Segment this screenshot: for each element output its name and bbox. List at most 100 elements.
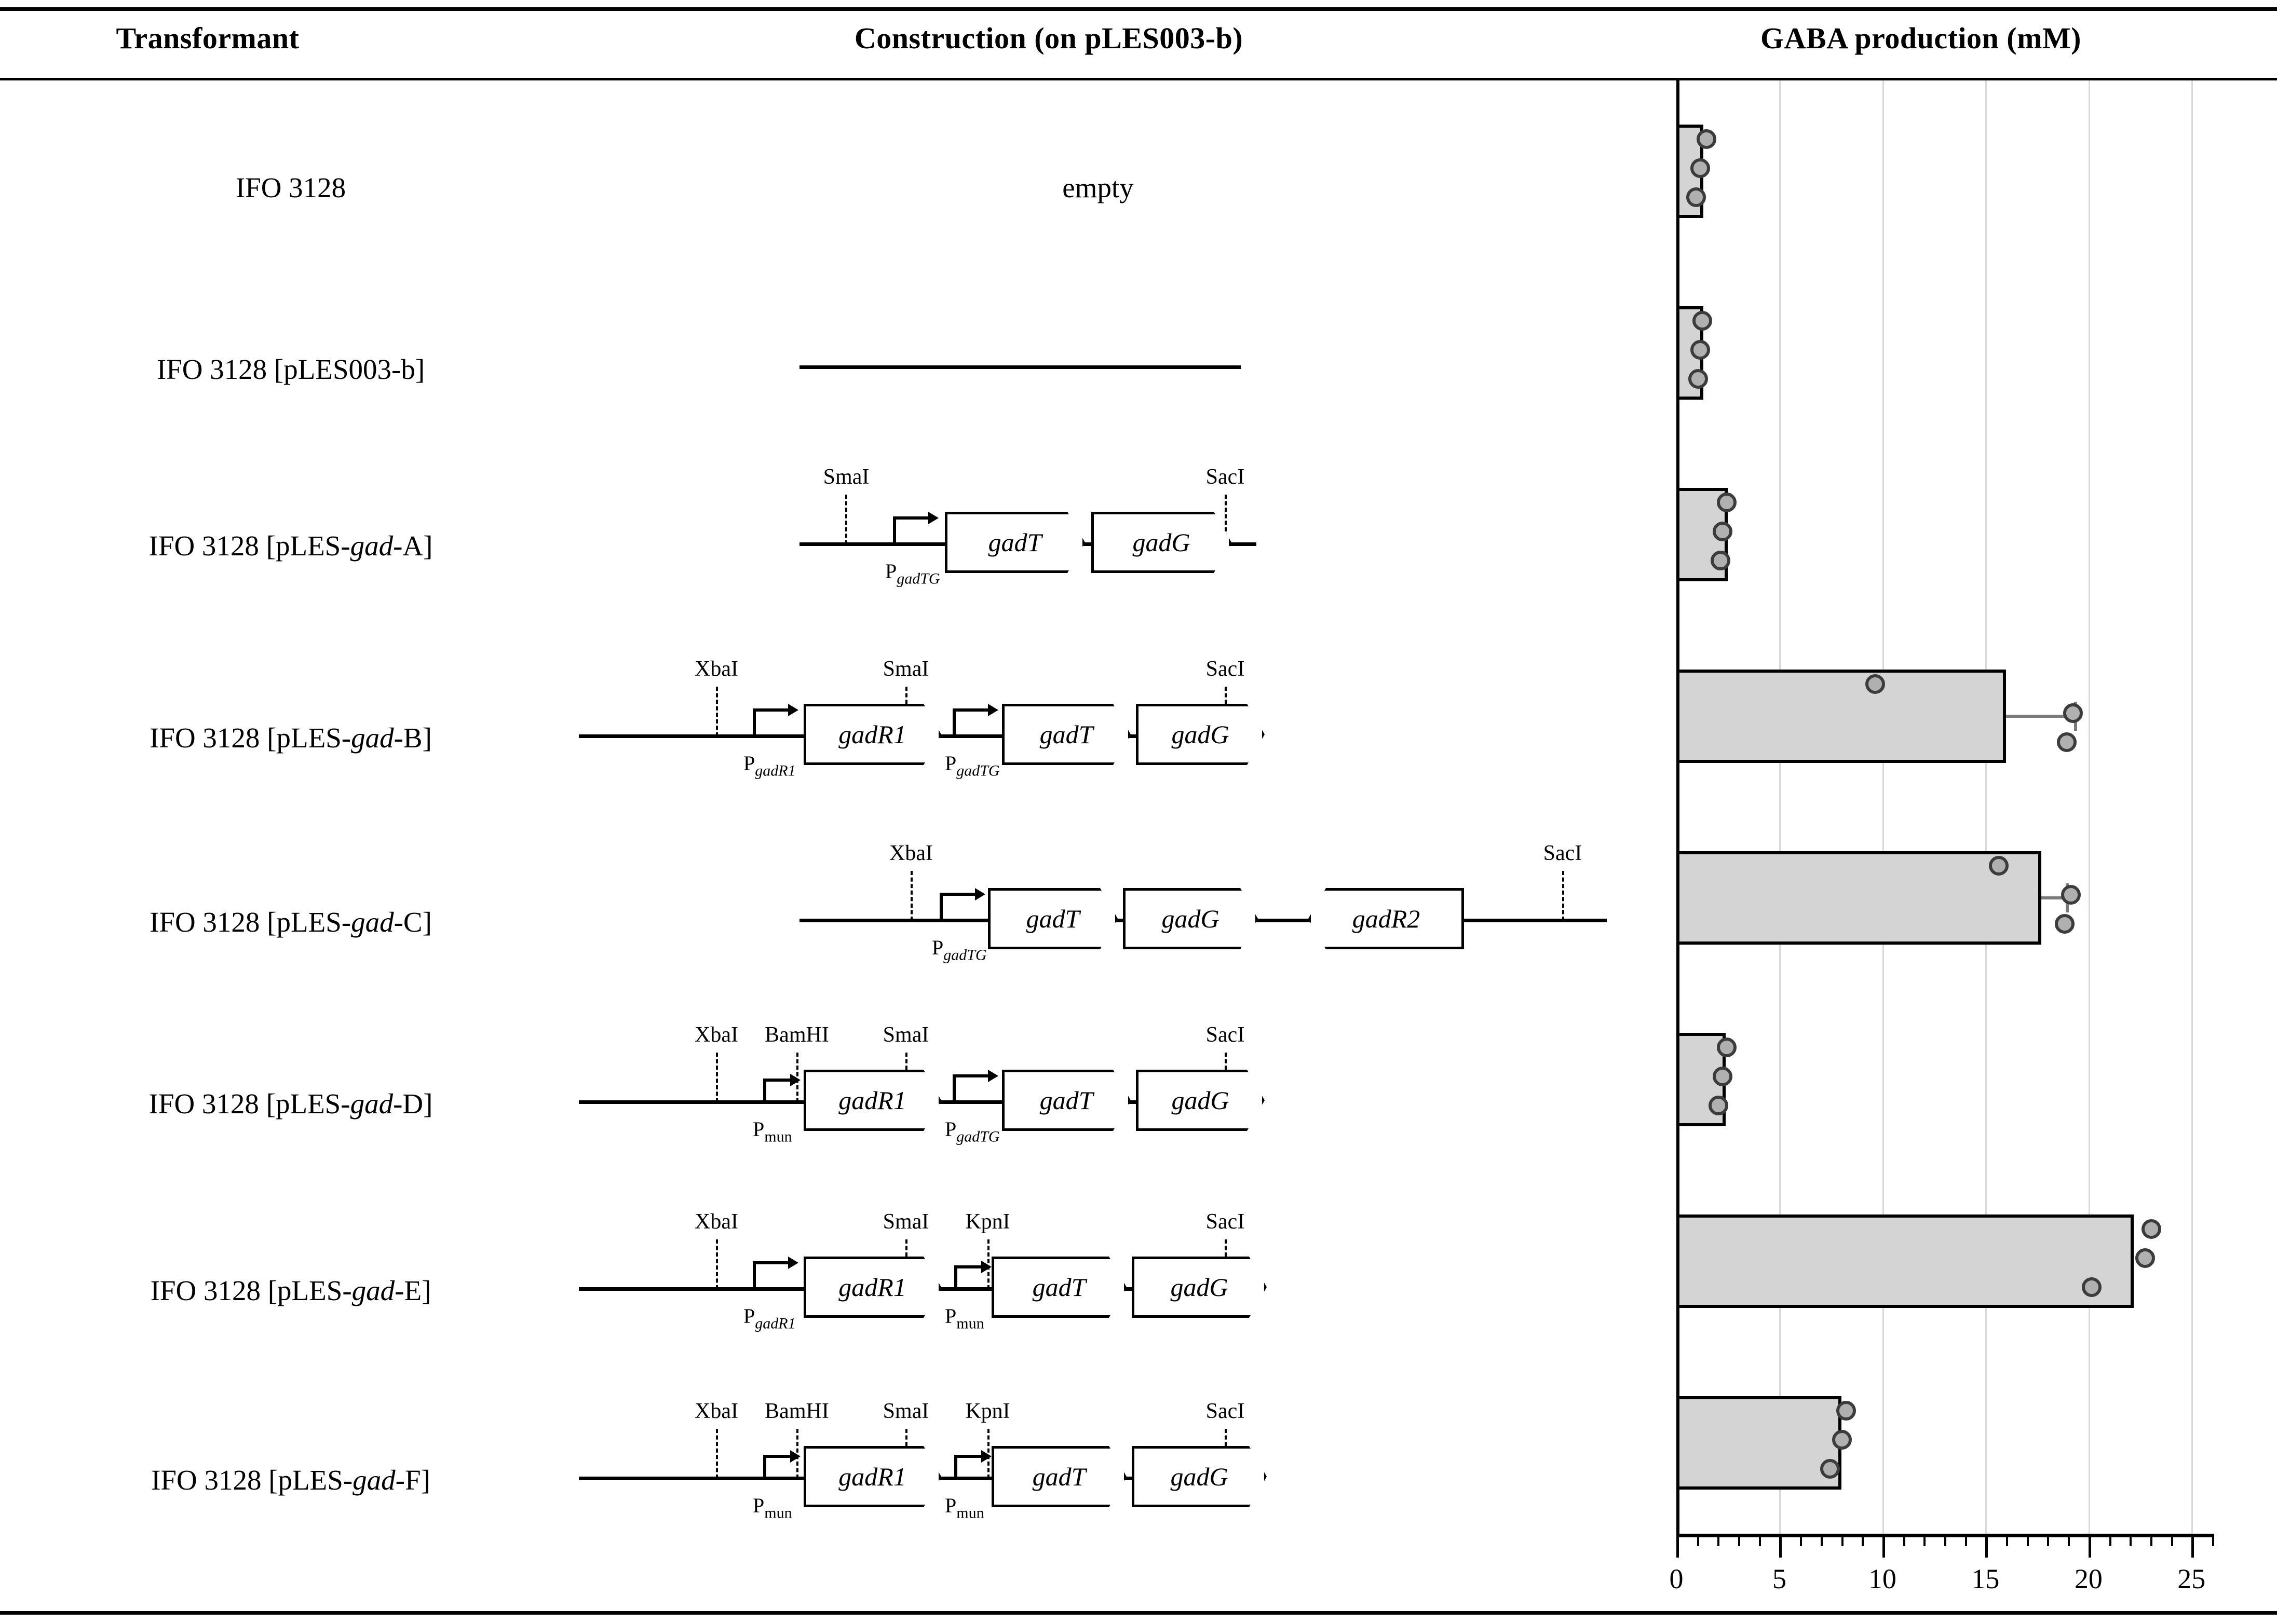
x-tick-minor <box>1944 1534 1946 1546</box>
cut-site-marker-xbai <box>716 1239 718 1289</box>
promoter-label-p: P <box>743 752 755 775</box>
promoter-arm <box>953 708 989 712</box>
x-tick-major <box>1779 1534 1782 1558</box>
promoter-label-mun-2: Pmun <box>945 1493 984 1522</box>
promoter-label-mun-1: Pmumunn <box>753 1117 792 1146</box>
x-tick-minor <box>1758 1534 1761 1546</box>
promoter-arrowhead <box>981 1261 992 1273</box>
promoter-arrowhead <box>988 704 998 716</box>
gene-label: gadT <box>1032 1273 1086 1302</box>
table-row: IFO 3128 [pLES-gad-A] SmaI SacI PgadTG <box>0 465 2277 588</box>
replicate-point <box>1713 522 1733 541</box>
gene-label: gadT <box>1026 904 1080 933</box>
gene-box-gadg: gadG <box>1136 1070 1265 1131</box>
promoter-stem <box>763 1455 766 1478</box>
row-label-suffix: -E] <box>395 1275 431 1306</box>
promoter-label-p: P <box>753 1494 765 1517</box>
promoter-label-p: P <box>945 1117 957 1141</box>
promoter-stem <box>940 893 943 920</box>
promoter-label-gadtg: PgadTG <box>945 1117 1000 1146</box>
replicate-point <box>1709 1096 1729 1115</box>
construct-diagram-gad-d: XbaI BamHI SmaI SacI Pmumunn gadR1 <box>579 1023 1615 1189</box>
construct-diagram-gad-c: XbaI SacI PgadTG gadT gadG <box>581 841 1615 1007</box>
x-tick-minor <box>1903 1534 1905 1546</box>
gene-box-gadr1: gadR1 <box>804 704 941 765</box>
cut-site-marker-saci <box>1225 495 1227 544</box>
x-tick-label: 5 <box>1772 1563 1786 1594</box>
promoter-stem <box>953 708 956 736</box>
promoter-arrow-mun-2 <box>954 1450 992 1478</box>
promoter-stem <box>953 1074 956 1102</box>
cut-site-label-bamhi: BamHI <box>765 1399 829 1423</box>
error-bar <box>2041 896 2066 899</box>
promoter-label-p: P <box>932 936 944 959</box>
replicate-point <box>1832 1430 1852 1450</box>
construct-diagram-gad-a: SmaI SacI PgadTG gadT gadG <box>581 465 1615 631</box>
table-bottom-rule <box>0 1611 2277 1615</box>
replicate-point <box>1865 674 1885 694</box>
promoter-arrowhead <box>788 704 798 716</box>
promoter-arrow-gadtg <box>953 704 999 736</box>
gene-box-gadg: gadG <box>1136 704 1265 765</box>
replicate-point <box>2057 732 2077 752</box>
x-tick-minor <box>2109 1534 2111 1546</box>
promoter-label-gadtg: PgadTG <box>885 559 940 588</box>
promoter-arm <box>954 1265 982 1268</box>
construct-cell: SmaI SacI PgadTG gadT gadG <box>581 465 1615 588</box>
table-header-rule <box>0 78 2277 80</box>
x-tick-label: 25 <box>2177 1563 2206 1594</box>
table-row: IFO 3128 [pLES-gad-D] XbaI BamHI SmaI Sa… <box>0 1023 2277 1145</box>
row-label-ifo3128: IFO 3128 <box>235 172 346 203</box>
replicate-point <box>2081 1277 2102 1297</box>
cut-site-label-xbai: XbaI <box>695 1023 738 1047</box>
replicate-point <box>1820 1459 1840 1479</box>
gene-label: gadG <box>1170 1462 1228 1491</box>
construct-diagram-b <box>581 353 1615 384</box>
row-label-gad-c: IFO 3128 [pLES-gad-C] <box>0 906 581 938</box>
replicate-point <box>2141 1219 2161 1239</box>
column-header-transformant: Transformant <box>116 21 300 55</box>
cut-site-marker-smai <box>845 495 847 544</box>
x-tick-minor <box>1800 1534 1802 1546</box>
gene-box-gadt: gadT <box>1002 1070 1131 1131</box>
construct-diagram-gad-f: XbaI BamHI SmaI KpnI SacI Pmun <box>579 1399 1615 1565</box>
x-tick-minor <box>1717 1534 1720 1546</box>
construct-diagram-gad-e: XbaI SmaI KpnI SacI PgadR1 gadR1 <box>579 1210 1615 1375</box>
promoter-arrowhead <box>788 1257 798 1269</box>
cut-site-label-saci: SacI <box>1205 1023 1245 1047</box>
table-row: IFO 3128 empty <box>0 171 2277 203</box>
x-tick-minor <box>2212 1534 2214 1546</box>
gene-box-gadt: gadT <box>992 1446 1127 1507</box>
row-label-italic: gad <box>350 530 394 562</box>
promoter-stem <box>893 516 896 544</box>
promoter-arrowhead <box>790 1074 801 1086</box>
row-label-suffix: -B] <box>394 722 432 754</box>
gridline <box>2191 80 2193 1534</box>
table-row: IFO 3128 [pLES-gad-B] XbaI SmaI SacI Pga… <box>0 657 2277 780</box>
promoter-label-sub: gadTG <box>943 946 987 964</box>
gene-label: gadG <box>1171 720 1229 749</box>
x-tick-minor <box>2068 1534 2070 1546</box>
x-tick-label: 15 <box>1971 1563 2000 1594</box>
gene-box-gadt: gadT <box>988 888 1118 949</box>
promoter-arrow-gadtg <box>953 1070 999 1102</box>
cut-site-label-xbai: XbaI <box>695 1210 738 1234</box>
cut-site-label-xbai: XbaI <box>695 657 738 681</box>
construct-cell: XbaI SacI PgadTG gadT gadG <box>581 841 1615 964</box>
table-row: IFO 3128 [pLES-gad-C] XbaI SacI PgadTG <box>0 841 2277 964</box>
x-tick-major <box>1985 1534 1988 1558</box>
promoter-arrow-gadr1 <box>753 704 799 736</box>
bar <box>1676 1214 2134 1308</box>
cut-site-label-smai: SmaI <box>823 465 870 489</box>
row-label-italic: gad <box>353 1464 396 1496</box>
cut-site-label-smai: SmaI <box>883 657 929 681</box>
replicate-point <box>2055 914 2075 934</box>
row-label-suffix: -A] <box>393 530 433 562</box>
gene-box-gadg: gadG <box>1132 1257 1267 1318</box>
gene-label: gadT <box>1032 1462 1086 1491</box>
cut-site-label-kpni: KpnI <box>965 1210 1010 1234</box>
cut-site-marker-xbai <box>911 871 913 921</box>
bar <box>1676 670 2007 763</box>
construct-cell: XbaI SmaI SacI PgadR1 gadR1 <box>579 657 1615 780</box>
gene-box-gadg: gadG <box>1132 1446 1267 1507</box>
